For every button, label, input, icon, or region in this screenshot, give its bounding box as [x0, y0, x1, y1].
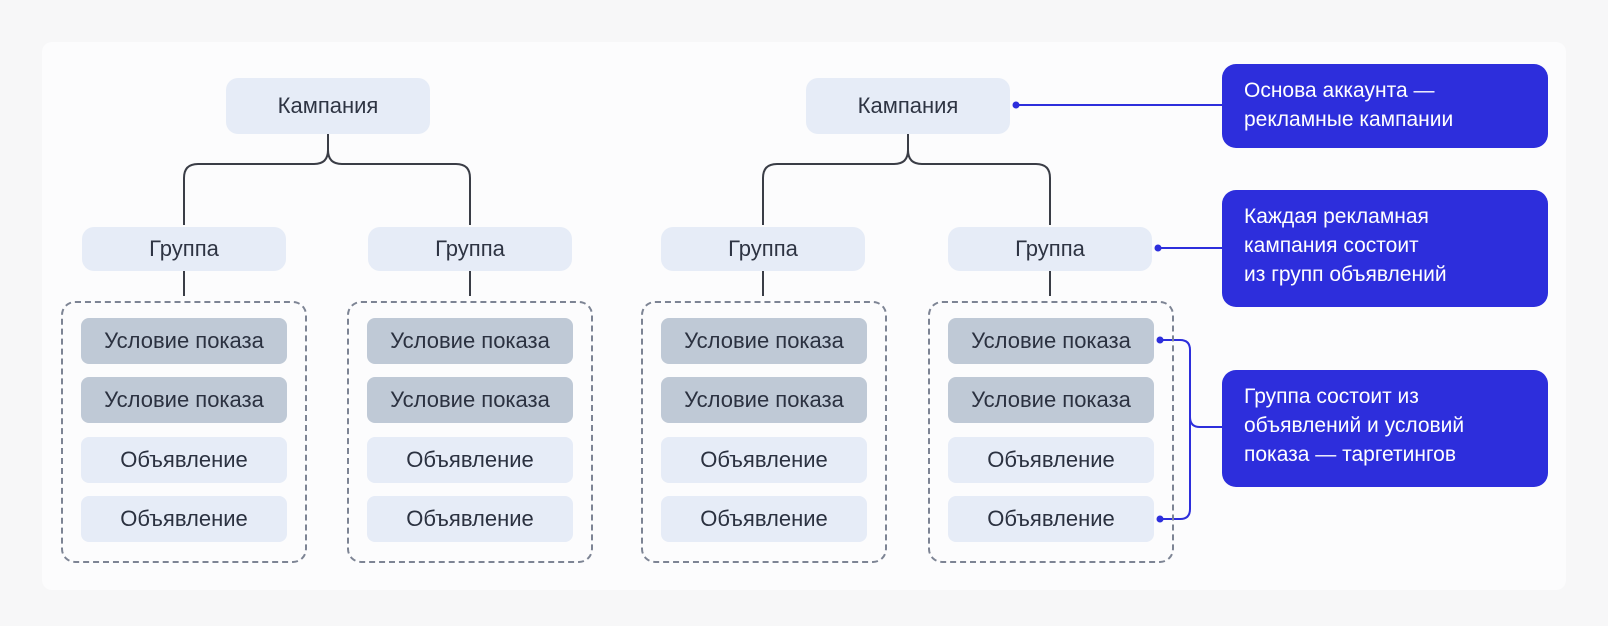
condition-node: Условие показа — [81, 377, 287, 423]
ad-node: Объявление — [661, 437, 867, 483]
note-line: кампания состоит — [1244, 234, 1419, 257]
ad-label: Объявление — [406, 447, 534, 472]
condition-node: Условие показа — [948, 318, 1154, 364]
ad-label: Объявление — [700, 447, 828, 472]
ad-node: Объявление — [81, 437, 287, 483]
ad-label: Объявление — [987, 506, 1115, 531]
ad-node: Объявление — [661, 496, 867, 542]
note-line: показа — таргетингов — [1244, 443, 1457, 466]
condition-label: Условие показа — [684, 387, 844, 412]
note-line: объявлений и условий — [1244, 414, 1465, 437]
note-line: Группа состоит из — [1244, 385, 1419, 408]
condition-label: Условие показа — [971, 387, 1131, 412]
group-contents-container-left-2 — [347, 301, 593, 563]
note-line: Основа аккаунта — — [1244, 79, 1435, 102]
condition-label: Условие показа — [390, 328, 550, 353]
ad-label: Объявление — [120, 447, 248, 472]
group-node-left-2: Группа — [368, 227, 572, 271]
group-contents-container-right-2 — [928, 301, 1174, 563]
group-node-left-1: Группа — [82, 227, 286, 271]
condition-node: Условие показа — [948, 377, 1154, 423]
campaign-label: Кампания — [857, 93, 959, 118]
ad-node: Объявление — [367, 437, 573, 483]
ad-label: Объявление — [120, 506, 248, 531]
campaign-node-left: Кампания — [226, 78, 430, 134]
group-contents-container-right-1 — [641, 301, 887, 563]
ad-label: Объявление — [406, 506, 534, 531]
group-label: Группа — [149, 236, 219, 261]
condition-node: Условие показа — [661, 318, 867, 364]
condition-label: Условие показа — [104, 387, 264, 412]
note-campaign-groups: Каждая рекламная кампания состоит из гру… — [1222, 190, 1548, 307]
group-label: Группа — [728, 236, 798, 261]
condition-label: Условие показа — [684, 328, 844, 353]
note-group-contents: Группа состоит из объявлений и условий п… — [1222, 370, 1548, 487]
note-line: Каждая рекламная — [1244, 205, 1429, 228]
ad-label: Объявление — [987, 447, 1115, 472]
condition-node: Условие показа — [367, 318, 573, 364]
condition-label: Условие показа — [971, 328, 1131, 353]
campaign-label: Кампания — [277, 93, 379, 118]
ad-node: Объявление — [81, 496, 287, 542]
note-account-base: Основа аккаунта — рекламные кампании — [1222, 64, 1548, 148]
ad-node: Объявление — [948, 496, 1154, 542]
group-label: Группа — [435, 236, 505, 261]
condition-node: Условие показа — [81, 318, 287, 364]
note-line: рекламные кампании — [1244, 108, 1454, 131]
condition-node: Условие показа — [661, 377, 867, 423]
note-line: из групп объявлений — [1244, 263, 1447, 286]
group-label: Группа — [1015, 236, 1085, 261]
ad-node: Объявление — [948, 437, 1154, 483]
ad-label: Объявление — [700, 506, 828, 531]
condition-node: Условие показа — [367, 377, 573, 423]
condition-label: Условие показа — [390, 387, 550, 412]
group-node-right-2: Группа — [948, 227, 1152, 271]
group-contents-container-left-1 — [61, 301, 307, 563]
campaign-node-right: Кампания — [806, 78, 1010, 134]
condition-label: Условие показа — [104, 328, 264, 353]
group-node-right-1: Группа — [661, 227, 865, 271]
ad-node: Объявление — [367, 496, 573, 542]
